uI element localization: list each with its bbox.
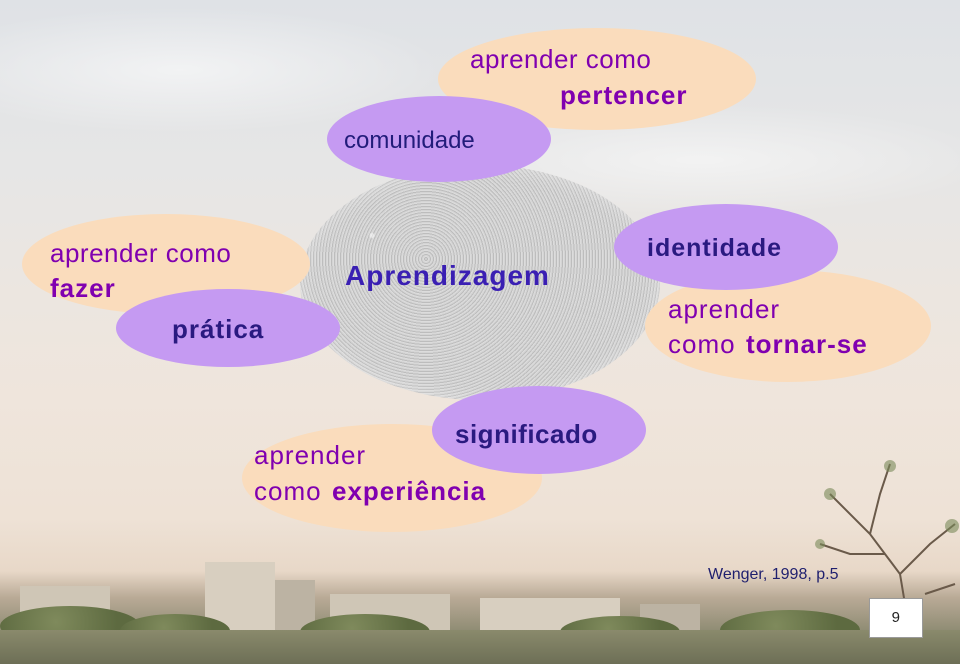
page-number: 9 xyxy=(869,598,923,638)
experiencia-line-1: aprender xyxy=(254,440,367,470)
citation: Wenger, 1998, p.5 xyxy=(708,566,839,583)
learning-center-shape xyxy=(300,165,660,400)
tornar-se-line-2: como xyxy=(668,329,736,359)
experiencia-line-3: experiência xyxy=(332,476,487,506)
comunidade-ellipse xyxy=(327,96,551,182)
experiencia-line-2: como xyxy=(254,476,322,506)
tornar-se-ellipse xyxy=(645,270,931,382)
pertencer-line-1: aprender como xyxy=(470,44,652,74)
fazer-line-1: aprender como xyxy=(50,238,232,268)
tornar-se-line-3: tornar-se xyxy=(746,329,868,359)
pertencer-line-2: pertencer xyxy=(560,80,688,110)
identidade-label: identidade xyxy=(647,234,783,262)
fazer-line-2: fazer xyxy=(50,273,116,303)
identidade-ellipse xyxy=(614,204,838,290)
pratica-ellipse xyxy=(116,289,340,367)
significado-label: significado xyxy=(455,419,598,449)
tornar-se-line-1: aprender xyxy=(668,294,781,324)
ground xyxy=(0,630,960,664)
town-background-photo xyxy=(0,554,960,664)
significado-ellipse xyxy=(432,386,646,474)
comunidade-label: comunidade xyxy=(344,127,475,154)
tree-branches xyxy=(815,460,959,634)
center-label: Aprendizagem xyxy=(345,260,550,291)
pratica-label: prática xyxy=(172,314,265,344)
